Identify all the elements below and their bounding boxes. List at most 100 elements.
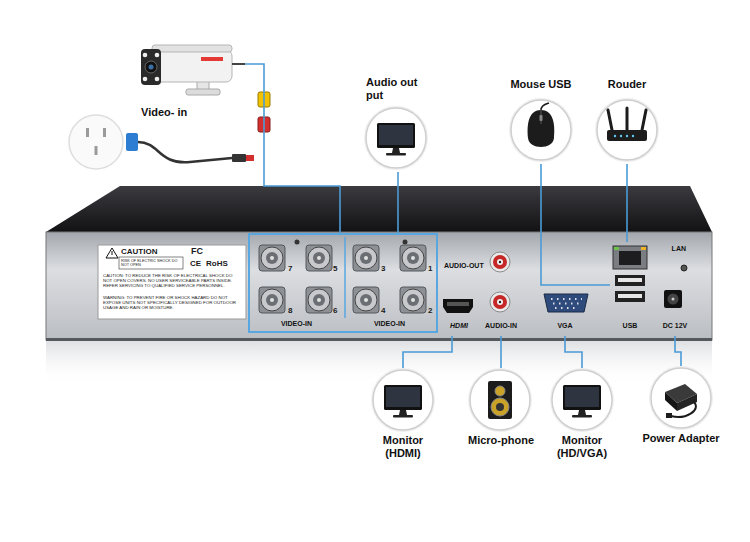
- camera-led: [155, 77, 160, 82]
- device-label: Audio out put: [366, 76, 426, 102]
- mouse-body: [528, 110, 555, 147]
- channel-number: 2: [428, 306, 432, 315]
- lan-socket: [619, 251, 641, 265]
- adapter-icon: [636, 366, 726, 452]
- device-label: Power Adapter: [642, 432, 719, 445]
- caution-sticker: [98, 245, 246, 319]
- connector-line: [541, 164, 610, 285]
- icon-shadow: [551, 369, 613, 431]
- camera-body: [152, 50, 232, 82]
- bnc-connector: [353, 287, 379, 313]
- camera-lens: [145, 61, 157, 73]
- cert-mark: CE: [190, 259, 201, 268]
- router-led: [620, 135, 622, 137]
- connector-line: [403, 336, 452, 368]
- monitor-base: [572, 415, 592, 418]
- monitor-base: [393, 415, 413, 418]
- warning-triangle: [106, 248, 118, 258]
- monitor-stand: [392, 148, 400, 153]
- router-led: [626, 135, 628, 137]
- channel-number: 1: [428, 264, 432, 273]
- port-label: VIDEO-IN: [250, 320, 343, 331]
- icon-circle: [366, 108, 426, 168]
- usb-tongue: [618, 278, 642, 282]
- bnc-connector: [259, 287, 285, 313]
- icon-shadow: [469, 369, 531, 431]
- channel-number: 5: [333, 264, 337, 273]
- speaker-cabinet: [488, 381, 512, 419]
- camera-front: [141, 49, 161, 85]
- power-cable: [138, 142, 232, 162]
- icon-shadow: [650, 367, 712, 429]
- device-label: Mouse USB: [510, 78, 571, 91]
- camera-base: [186, 89, 220, 95]
- outlet-slot: [103, 128, 106, 137]
- icon-circle: [597, 100, 657, 160]
- icon-circle: [511, 100, 571, 160]
- vga-pins: [555, 307, 578, 309]
- port-node: LAN: [610, 242, 690, 270]
- speaker-icon: [462, 368, 540, 454]
- router-body: [607, 130, 647, 141]
- router-antenna: [626, 108, 629, 130]
- dvr-illustration: [46, 186, 712, 385]
- port-label: LAN: [672, 245, 686, 253]
- channel-number: 3: [381, 264, 385, 273]
- icon-shadow: [365, 107, 427, 169]
- router-led: [614, 135, 616, 137]
- camera-lens-glass: [149, 65, 154, 70]
- usb-tongue: [618, 294, 642, 298]
- bnc-connector: [353, 245, 379, 271]
- device-node: Audio out put: [360, 76, 432, 172]
- panel-screw: [403, 240, 408, 245]
- power-outlet-illustration: [69, 115, 254, 169]
- speaker-tweeter: [495, 386, 505, 396]
- video-input-group: VIDEO-INVIDEO-IN: [248, 233, 438, 333]
- sticker-text: CAUTION: TO REDUCE THE RISK OF ELECTRICA…: [103, 273, 241, 288]
- port-node: HDMI: [440, 294, 478, 336]
- router-icon: [592, 78, 662, 164]
- lan-led: [614, 247, 619, 250]
- connector-line: [565, 336, 582, 368]
- port-node: AUDIO-OUT: [442, 256, 514, 278]
- panel-screw: [295, 240, 300, 245]
- bnc-connector: [306, 245, 332, 271]
- hdmi-port: [443, 299, 473, 313]
- outlet-slot: [95, 146, 98, 155]
- device-node: Rouder: [592, 78, 662, 164]
- sticker-text: WARNING: TO PREVENT FIRE OR SHOCK HAZARD…: [103, 295, 241, 310]
- connector-line: [245, 64, 340, 233]
- cert-mark: FC: [191, 246, 203, 256]
- mouse-split: [541, 110, 542, 124]
- camera-led: [143, 53, 148, 58]
- power-plug: [126, 133, 138, 151]
- camera-led: [155, 53, 160, 58]
- monitor-frame: [384, 385, 422, 410]
- icon-circle: [373, 370, 433, 430]
- dvr-bottom-edge: [46, 338, 712, 341]
- monitor-screen: [379, 125, 413, 145]
- bnc-connector: [400, 287, 426, 313]
- device-node: Monitor (HD/VGA): [546, 368, 618, 468]
- connector-line: [675, 336, 681, 366]
- outlet-slot: [86, 128, 89, 137]
- router-antenna: [642, 110, 646, 130]
- vga-port: [544, 294, 588, 312]
- port-label: HDMI: [450, 322, 468, 330]
- device-label: Monitor (HDMI): [372, 434, 434, 460]
- mouse-cable: [541, 103, 549, 110]
- adapter-front: [677, 394, 697, 411]
- adapter-cable: [671, 401, 696, 417]
- device-label: Video- in: [141, 106, 187, 119]
- monitor-icon: [546, 368, 618, 468]
- monitor-base: [386, 153, 406, 156]
- adapter-top: [665, 384, 697, 403]
- adapter-side: [665, 392, 677, 411]
- device-node: Monitor (HDMI): [365, 368, 441, 468]
- camera-led: [143, 77, 148, 82]
- caution-heading: CAUTION: [121, 247, 157, 256]
- speaker-cone: [496, 403, 504, 411]
- icon-shadow: [510, 99, 572, 161]
